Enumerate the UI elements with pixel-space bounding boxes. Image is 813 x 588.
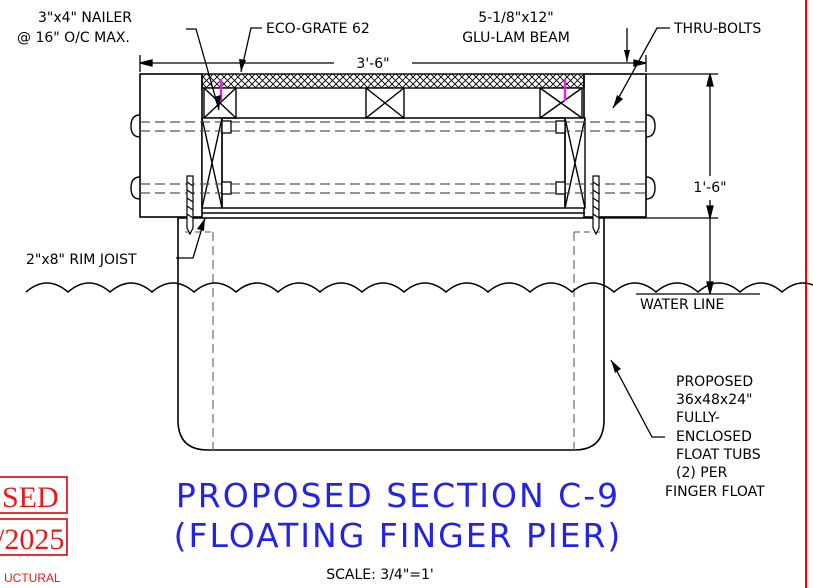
float-note-line: PROPOSED <box>676 374 753 390</box>
float-note-line: ENCLOSED <box>676 429 752 445</box>
float-note-line: FLOAT TUBS <box>676 447 761 463</box>
float-tub <box>177 217 605 451</box>
beam-label-line2: GLU-LAM BEAM <box>462 30 570 46</box>
float-note-line: (2) PER <box>676 465 728 481</box>
leader-lines <box>176 27 670 438</box>
height-dimension <box>604 73 718 219</box>
beam-label-line1: 5-1/8"x12" <box>478 10 553 26</box>
left-beam-bolt-ends <box>130 114 141 200</box>
width-dim-text: 3'-6" <box>356 56 389 72</box>
nailers <box>203 87 583 119</box>
joist-frame <box>202 117 585 214</box>
water-line-marker <box>636 218 760 295</box>
eco-grate-decking <box>201 73 585 89</box>
revision-stamp: SED /2025 UCTURAL <box>0 476 68 585</box>
scale-note: SCALE: 3/4"=1' <box>326 567 434 583</box>
float-note-line: FULLY- <box>676 410 720 426</box>
eco-grate-label: ECO-GRATE 62 <box>266 21 370 37</box>
float-note: PROPOSED 36x48x24" FULLY- ENCLOSED FLOAT… <box>665 374 765 500</box>
right-beam-bolt-ends <box>645 114 656 200</box>
lag-screws <box>186 175 600 236</box>
float-note-line: 36x48x24" <box>676 392 752 408</box>
rim-joists <box>201 117 586 209</box>
nailer-screws <box>219 79 567 101</box>
nailer-label-line2: @ 16" O/C MAX. <box>17 30 130 46</box>
stamp-text-line2: /2025 <box>0 523 64 556</box>
nailer-label-line1: 3"x4" NAILER <box>38 10 132 26</box>
width-dimension <box>139 55 647 72</box>
height-dim-text: 1'-6" <box>693 180 726 196</box>
section-title-line1: PROPOSED SECTION C-9 <box>176 476 620 515</box>
water-line-text: WATER LINE <box>640 297 724 313</box>
rim-joist-label: 2"x8" RIM JOIST <box>26 252 137 268</box>
stamp-text-line3: UCTURAL <box>4 571 61 585</box>
thru-bolts-label: THRU-BOLTS <box>673 21 761 37</box>
bolt-nuts <box>221 120 566 195</box>
float-note-line: FINGER FLOAT <box>665 484 765 500</box>
leader-arrowheads <box>197 50 630 373</box>
section-title-line2: (FLOATING FINGER PIER) <box>174 516 623 555</box>
stamp-text-line1: SED <box>2 481 59 514</box>
water-waves <box>25 282 813 293</box>
